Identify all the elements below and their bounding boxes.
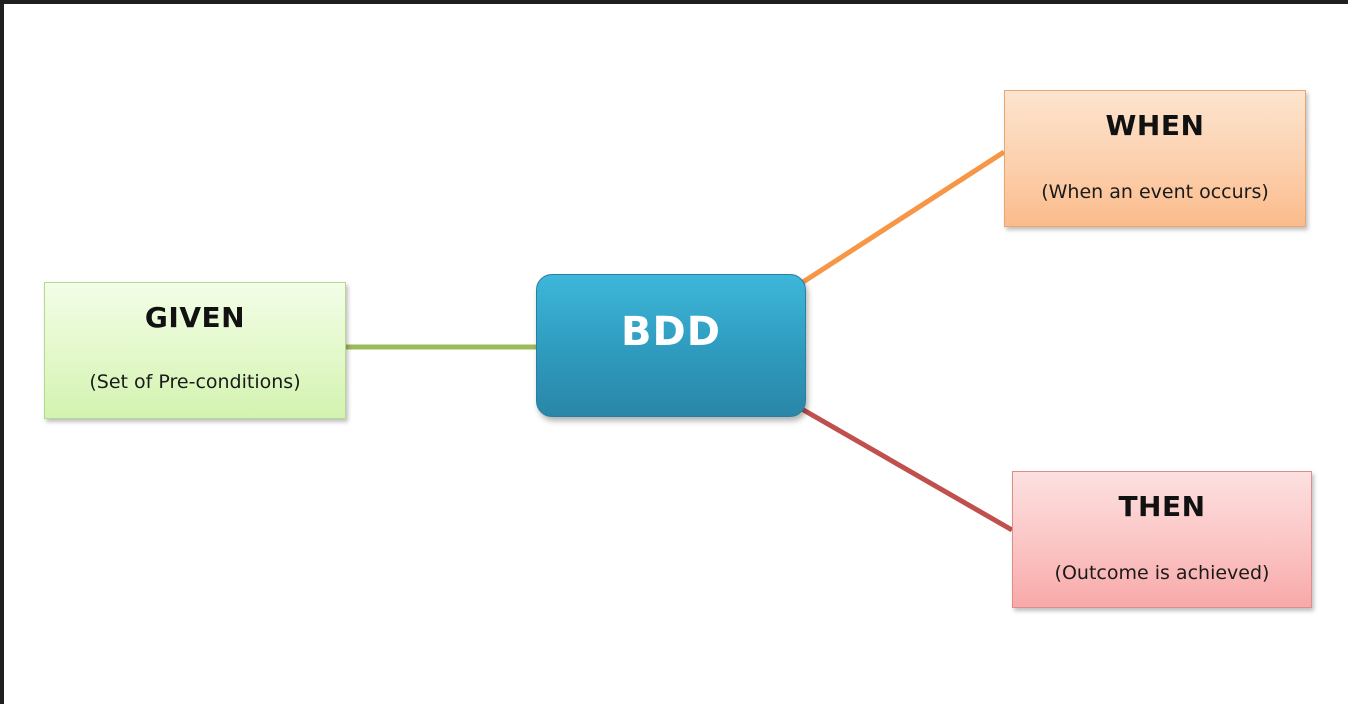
given-box: GIVEN (Set of Pre-conditions) [44, 282, 346, 419]
given-title: GIVEN [144, 301, 246, 334]
connector-layer [346, 149, 1014, 533]
given-description: (Set of Pre-conditions) [89, 371, 301, 393]
then-description: (Outcome is achieved) [1054, 562, 1270, 584]
bdd-title: BDD [621, 309, 721, 355]
when-description: (When an event occurs) [1041, 181, 1269, 203]
when-title: WHEN [1105, 109, 1205, 142]
connector-then [798, 405, 1014, 533]
diagram-canvas: GIVEN (Set of Pre-conditions) BDD WHEN (… [4, 4, 1348, 704]
connector-when [798, 149, 1006, 287]
bdd-center-box: BDD [536, 274, 806, 417]
when-box: WHEN (When an event occurs) [1004, 90, 1306, 227]
then-title: THEN [1118, 490, 1206, 523]
then-box: THEN (Outcome is achieved) [1012, 471, 1312, 608]
